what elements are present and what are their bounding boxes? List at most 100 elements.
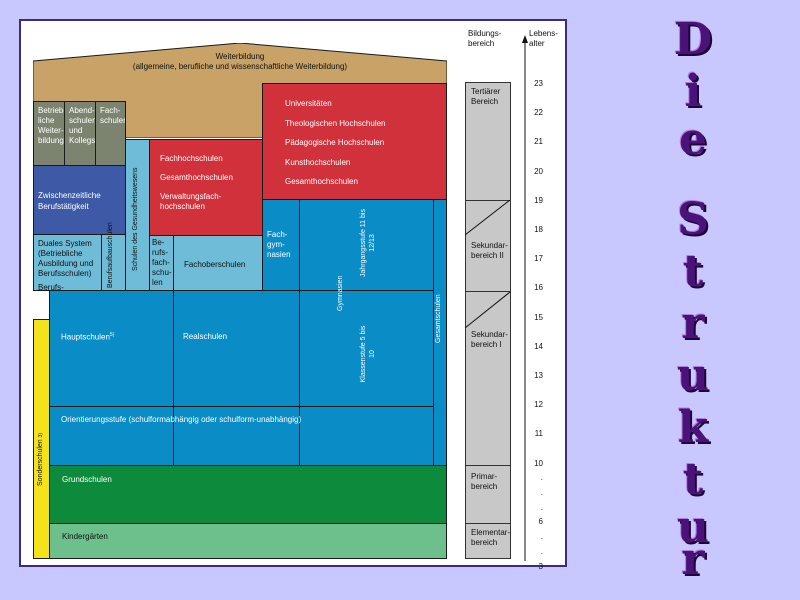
berufsaufbauschulen-box	[101, 234, 126, 291]
klassenstufe-label: Klassenstufe 5 bis 10	[360, 325, 376, 383]
age-label: 3	[538, 561, 543, 571]
title-letter: S	[677, 194, 709, 245]
sek1-label: Sekundar-bereich I	[471, 330, 508, 349]
age-label: 12	[534, 400, 543, 410]
hochschulen-list: Universitäten Theologischen Hochschulen …	[285, 94, 386, 192]
duales-label: Duales System (Betriebliche Ausbildung u…	[38, 239, 94, 278]
jahrgangsstufe-label: Jahrgangsstufe 11 bis 12/13	[360, 209, 376, 277]
berufsaufbauschulen-label: Berufsaufbauschulen	[107, 222, 114, 288]
berufsfachschulen-label: Be-rufs-fach-schu-len	[152, 238, 172, 287]
age-label: 17	[534, 254, 543, 264]
duales-system-box: Duales System (Betriebliche Ausbildung u…	[33, 234, 102, 291]
title-letter: u	[677, 350, 709, 401]
fachgymnasien-box: Fach-gym-nasien	[262, 199, 300, 291]
kunsthochschulen-label: Kunsthochschulen	[285, 157, 351, 167]
kindergaerten-label: Kindergärten	[62, 532, 108, 541]
berufsgrundbildung-label: Berufs-grundbildungs-jahr	[38, 283, 64, 291]
theologische-label: Theologischen Hochschulen	[285, 118, 386, 128]
age-label: 21	[534, 137, 543, 147]
hauptschulen-note: 5)	[109, 332, 115, 338]
kindergaerten-box: Kindergärten	[49, 523, 447, 559]
age-labels: 23 22 21 20 19 18 17 16 15 14 13 12 11 10... 6.. 3	[521, 21, 543, 571]
hochschulen-box: Universitäten Theologischen Hochschulen …	[262, 83, 447, 200]
age-label: 11	[534, 429, 543, 439]
primarbereich: Primar-bereich	[465, 465, 511, 524]
primar-label: Primar-bereich	[471, 472, 498, 491]
paedagogische-label: Pädagogische Hochschulen	[285, 138, 385, 147]
sekundarbereich-1: Sekundar-bereich I	[465, 291, 511, 466]
age-label: 10	[534, 458, 543, 468]
orientierungsstufe-label: Orientierungsstufe (schulformabhängig od…	[61, 415, 302, 424]
gymnasien-label: Gymnasien	[337, 275, 344, 311]
age-label: .	[540, 546, 543, 556]
weiterbildung-subtitle: (allgemeine, berufliche und wissenschaft…	[132, 62, 348, 71]
lebensalter-axis	[522, 35, 528, 561]
sonderschulen-note: 3)	[38, 432, 44, 438]
age-label: 15	[534, 312, 543, 322]
grid-vline-rg	[299, 290, 300, 466]
grid-line-5	[299, 290, 433, 291]
age-label: 23	[534, 79, 543, 88]
fachoberschulen-box: Fachoberschulen	[173, 235, 263, 291]
sekundarbereich-2: Sekundar-bereich II	[465, 200, 511, 292]
title-letter: k	[677, 402, 709, 453]
grid-vline-hr	[173, 290, 174, 466]
title-letter: t	[682, 454, 704, 505]
lebensalter-header: Lebens-alter	[529, 29, 558, 48]
betriebliche-weiterbildung-box: Betrieb-liche Weiter-bildung	[33, 101, 65, 166]
age-label: 20	[534, 166, 543, 176]
elementar-label: Elementar-bereich	[471, 528, 511, 547]
age-label: .	[540, 473, 543, 483]
realschulen-label: Realschulen	[183, 332, 228, 341]
age-label: 22	[534, 108, 543, 118]
abendschulen-box: Abend-schulen und Kollegs	[64, 101, 96, 166]
bildungsbereich-header: Bildungs-bereich	[468, 29, 502, 48]
title-letter: t	[682, 246, 704, 297]
betriebliche-label: Betrieb-liche Weiter-bildung	[38, 106, 65, 145]
age-label: 14	[534, 341, 543, 351]
fachschulen-box: Fach-schulen	[95, 101, 126, 166]
gesundheitswesen-label: Schulen des Gesundheitswesens	[132, 167, 139, 271]
hauptschulen-text: Hauptschulen	[61, 332, 110, 342]
verwaltungsfachhochschulen-label: Verwaltungsfach-hochschulen	[160, 192, 222, 211]
age-label: .	[540, 532, 543, 542]
fach-gesamthochschulen-label: Gesamthochschulen	[160, 173, 233, 182]
fachgymnasien-label: Fach-gym-nasien	[267, 230, 291, 259]
age-label: .	[540, 502, 543, 512]
weiterbildung-title: Weiterbildung	[215, 52, 265, 61]
grundschulen-label: Grundschulen	[62, 475, 112, 484]
zwischenzeitliche-label: Zwischenzeitliche Berufstätigkeit	[38, 191, 101, 211]
fachoberschulen-label: Fachoberschulen	[184, 260, 246, 269]
age-label: 16	[534, 283, 543, 293]
title-letter: u	[677, 502, 709, 553]
gesamthochschulen-label: Gesamthochschulen	[285, 177, 358, 186]
tertiaerer-label: Tertiärer Bereich	[471, 87, 501, 106]
sek2-diagonal-lines	[465, 200, 511, 329]
gesamtschulen-label: Gesamtschulen	[435, 294, 442, 343]
fachschulen-label: Fach-schulen	[100, 106, 126, 125]
sonderschulen-column	[33, 319, 50, 559]
title-letter: i	[684, 66, 702, 117]
sonderschulen-text: Sonderschulen	[37, 439, 44, 486]
title-letter: r	[681, 534, 705, 585]
age-label: .	[540, 488, 543, 497]
fachhochschulen-box: Fachhochschulen Gesamthochschulen Verwal…	[149, 139, 263, 236]
berufsfachschulen-box: Be-rufs-fach-schu-len	[149, 235, 174, 291]
education-structure-diagram: Weiterbildung (allgemeine, berufliche un…	[19, 19, 567, 571]
grid-line-orient	[49, 406, 433, 407]
title-letter: e	[679, 114, 707, 165]
age-label: 13	[534, 371, 543, 380]
universitaeten-label: Universitäten	[285, 99, 332, 108]
title-letter: r	[681, 298, 705, 349]
sonderschulen-label: Sonderschulen 3)	[37, 433, 44, 486]
grundschulen-box: Grundschulen	[49, 465, 447, 524]
tertiaerer-bereich: Tertiärer Bereich	[465, 82, 511, 201]
age-label: 6	[538, 517, 543, 527]
age-label: 19	[534, 195, 543, 205]
sek2-label: Sekundar-bereich II	[471, 241, 508, 260]
elementarbereich: Elementar-bereich	[465, 523, 511, 559]
abendschulen-label: Abend-schulen und Kollegs	[69, 106, 96, 145]
title-letter: D	[673, 14, 713, 65]
fachhochschulen-label: Fachhochschulen	[160, 154, 223, 163]
age-label: 18	[534, 225, 543, 234]
